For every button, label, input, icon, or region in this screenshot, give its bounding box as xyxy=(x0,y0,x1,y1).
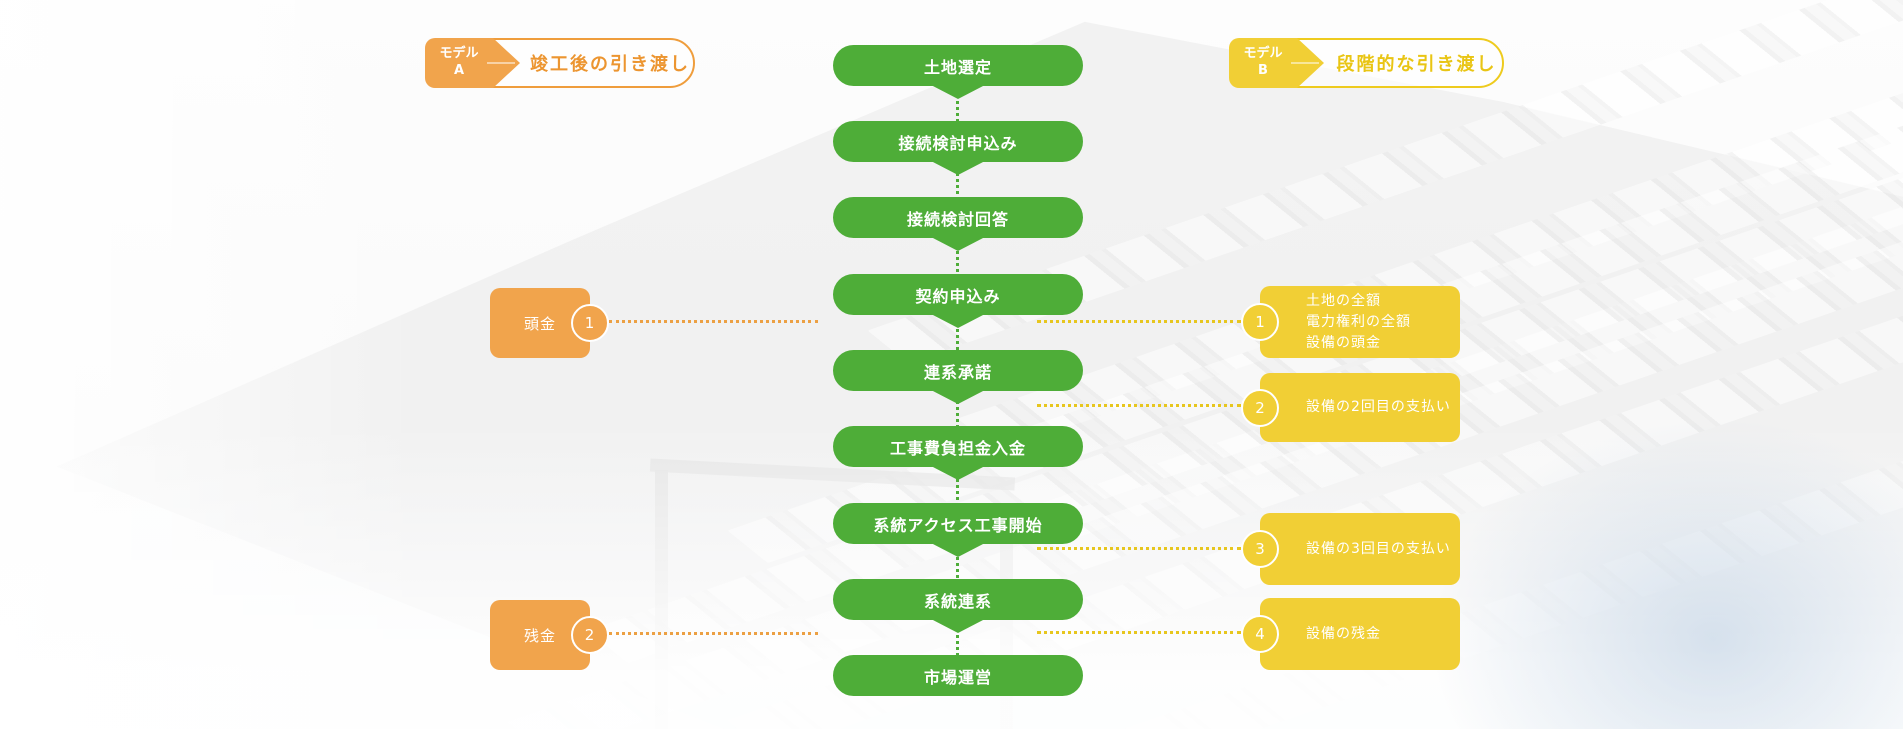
flow-step-grid-interconnection: 系統連系 xyxy=(833,579,1083,620)
flow-step-label: 土地選定 xyxy=(923,57,992,77)
flow-step-label: 市場運営 xyxy=(923,667,992,687)
flow-step-label: 系統アクセス工事開始 xyxy=(873,515,1043,535)
model-b-payment-4: 4 設備の残金 xyxy=(1241,598,1460,670)
model-b-tab: モデル B xyxy=(1229,38,1324,88)
payment-label: 頭金 xyxy=(523,314,556,333)
payment2-left-connector xyxy=(609,632,818,635)
payment1-left-connector xyxy=(609,320,818,323)
payment-number-badge: 3 xyxy=(1241,530,1279,568)
flow-step-connection-study-application: 接続検討申込み xyxy=(833,121,1083,162)
payment4-right-connector xyxy=(1037,631,1241,634)
model-b-payment-3: 3 設備の3回目の支払い xyxy=(1241,513,1460,585)
payment-line: 電力権利の全額 xyxy=(1306,313,1411,330)
flow-step-label: 工事費負担金入金 xyxy=(889,438,1026,458)
flow-step-label: 接続検討回答 xyxy=(906,209,1009,229)
flow-step-interconnection-approval: 連系承諾 xyxy=(833,350,1083,391)
arrow-dash-icon xyxy=(1291,62,1319,64)
payment-detail-lines: 設備の残金 xyxy=(1260,624,1381,645)
payment-line: 設備の頭金 xyxy=(1306,334,1381,351)
flow-step-label: 接続検討申込み xyxy=(898,133,1018,153)
payment-line: 土地の全額 xyxy=(1306,292,1381,309)
payment-line: 設備の残金 xyxy=(1306,625,1381,642)
flow-step-contract-application: 契約申込み xyxy=(833,274,1083,315)
payment2-right-connector xyxy=(1037,404,1241,407)
payment-detail-lines: 設備の3回目の支払い xyxy=(1260,539,1451,560)
model-b-tab-top: モデル xyxy=(1243,46,1283,62)
model-b-badge: 段階的な引き渡し モデル B xyxy=(1229,38,1504,88)
flow-step-land-selection: 土地選定 xyxy=(833,45,1083,86)
payment3-right-connector xyxy=(1037,547,1241,550)
flow-step-label: 契約申込み xyxy=(915,286,1001,306)
model-b-payment-2: 2 設備の2回目の支払い xyxy=(1241,373,1460,442)
payment1-right-connector xyxy=(1037,320,1241,323)
payment-line: 設備の2回目の支払い xyxy=(1306,399,1451,415)
model-a-payment-downpayment: 頭金 1 xyxy=(490,288,609,358)
model-a-badge: 竣工後の引き渡し モデル A xyxy=(425,38,695,88)
model-a-payment-balance: 残金 2 xyxy=(490,600,609,670)
flow-step-construction-cost-payment: 工事費負担金入金 xyxy=(833,426,1083,467)
payment-detail-lines: 土地の全額 電力権利の全額 設備の頭金 xyxy=(1260,291,1411,354)
payment-label: 残金 xyxy=(523,626,556,645)
model-a-tab: モデル A xyxy=(425,38,520,88)
model-b-tab-bottom: B xyxy=(1258,63,1268,78)
payment-number-badge: 4 xyxy=(1241,615,1279,653)
flow-step-label: 連系承諾 xyxy=(923,362,992,382)
flow-step-market-operation: 市場運営 xyxy=(833,655,1083,696)
payment-line: 設備の3回目の支払い xyxy=(1306,540,1451,557)
payment-detail-lines: 設備の2回目の支払い xyxy=(1260,397,1451,418)
flow-step-connection-study-reply: 接続検討回答 xyxy=(833,197,1083,238)
payment-number-badge: 1 xyxy=(571,304,609,342)
payment-number-badge: 2 xyxy=(1241,388,1279,427)
payment-number-badge: 1 xyxy=(1241,303,1279,341)
model-a-tab-top: モデル xyxy=(439,46,479,62)
flow-step-label: 系統連系 xyxy=(923,591,992,611)
corner-glow xyxy=(1433,419,1903,729)
arrow-dash-icon xyxy=(487,62,515,64)
model-a-tab-bottom: A xyxy=(453,63,465,78)
model-b-payment-1: 1 土地の全額 電力権利の全額 設備の頭金 xyxy=(1241,286,1460,358)
flow-step-grid-access-construction-start: 系統アクセス工事開始 xyxy=(833,503,1083,544)
payment-number-badge: 2 xyxy=(571,616,609,654)
